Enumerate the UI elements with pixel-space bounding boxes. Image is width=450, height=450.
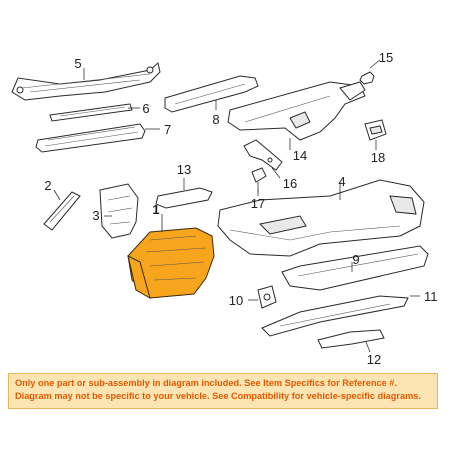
callout-13: 13 <box>177 162 191 177</box>
part-7-reinforcement <box>35 123 146 153</box>
part-2-rod <box>43 191 81 231</box>
leader-lines <box>53 59 420 353</box>
parts-diagram: 1 2 3 4 5 6 7 8 9 10 11 12 13 14 15 16 1… <box>11 50 438 367</box>
callout-12: 12 <box>367 352 381 367</box>
callout-14: 14 <box>293 148 307 163</box>
part-14-hitch <box>227 81 366 141</box>
callout-7: 7 <box>164 122 171 137</box>
part-17-fastener <box>251 167 267 192</box>
part-11-trim <box>261 295 409 337</box>
callout-labels: 1 2 3 4 5 6 7 8 9 10 11 12 13 14 15 16 1… <box>44 50 437 367</box>
part-4-bumper-cover <box>217 179 425 257</box>
part-18-clip <box>364 119 387 141</box>
part-8-bracket <box>164 75 259 113</box>
callout-6: 6 <box>142 101 149 116</box>
part-3-bracket <box>99 183 139 239</box>
part-13-panel <box>155 187 213 209</box>
part-6-strip <box>49 103 133 122</box>
part-1-splash-shield <box>127 227 215 300</box>
callout-9: 9 <box>352 252 359 267</box>
part-10-bracket <box>257 285 277 309</box>
disclaimer-line-1: Only one part or sub-assembly in diagram… <box>15 378 397 388</box>
callout-3: 3 <box>92 208 99 223</box>
callout-10: 10 <box>229 293 243 308</box>
callout-11: 11 <box>424 289 438 304</box>
disclaimer-line-2: Diagram may not be specific to your vehi… <box>15 391 421 401</box>
callout-2: 2 <box>44 178 51 193</box>
callout-8: 8 <box>212 112 219 127</box>
callout-1: 1 <box>152 202 159 217</box>
callout-16: 16 <box>283 176 297 191</box>
callout-15: 15 <box>379 50 393 65</box>
part-5-bracket <box>11 62 161 101</box>
part-16-bracket <box>243 139 283 171</box>
part-15-bolt <box>359 71 375 85</box>
callout-18: 18 <box>371 150 385 165</box>
callout-17: 17 <box>251 196 265 211</box>
part-12-diffuser <box>317 329 385 349</box>
callout-4: 4 <box>338 174 345 189</box>
part-9-absorber <box>281 245 429 291</box>
callout-5: 5 <box>74 56 81 71</box>
disclaimer-banner: Only one part or sub-assembly in diagram… <box>8 373 438 409</box>
